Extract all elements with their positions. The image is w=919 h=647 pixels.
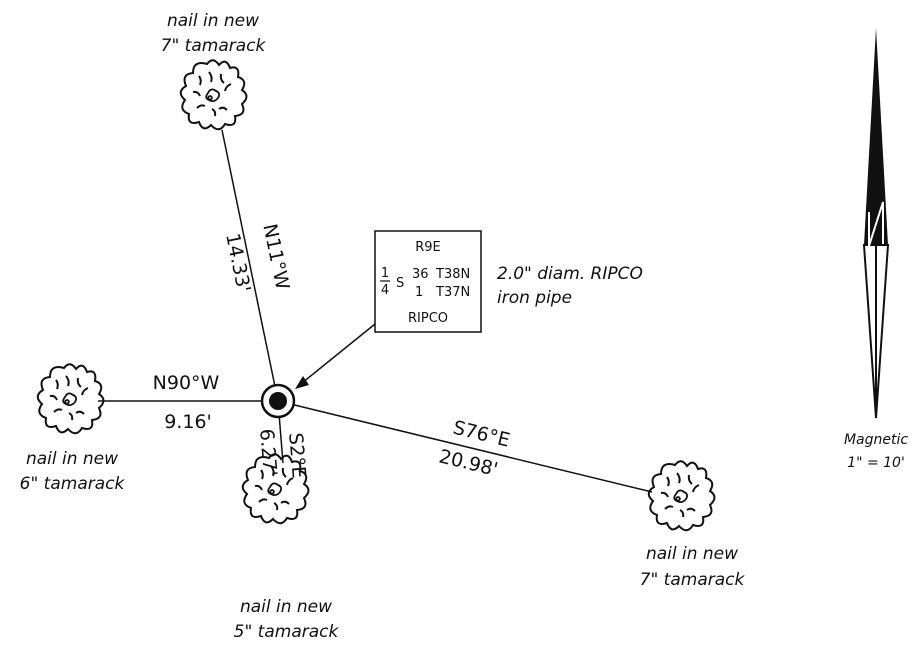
box-section-a: 36 <box>412 267 429 282</box>
monument-description-line2: iron pipe <box>497 288 572 308</box>
box-s: S <box>396 276 404 291</box>
north-tie-distance: 14.33' <box>221 231 255 294</box>
tree-icon-right <box>647 460 716 532</box>
box-fraction-denominator: 4 <box>381 283 389 298</box>
tree-label-right-line2: 7" tamarack <box>640 570 746 590</box>
south-tie-distance: 6.27' <box>255 428 281 477</box>
tree-label-top-line2: 7" tamarack <box>161 36 267 56</box>
tree-label-bottom-line2: 5" tamarack <box>234 622 340 642</box>
west-tie-distance: 9.16' <box>164 411 212 433</box>
east-tie-distance: 20.98' <box>437 445 500 480</box>
tie-line-east <box>277 400 653 493</box>
tree-label-top-line1: nail in new <box>167 11 259 31</box>
monument-description-line1: 2.0" diam. RIPCO <box>497 264 643 284</box>
tree-icon-left <box>36 363 105 435</box>
north-tie-bearing: N11°W <box>258 222 293 292</box>
leader-arrowhead <box>295 376 309 389</box>
tree-label-bottom-line1: nail in new <box>240 597 332 617</box>
north-arrow-icon <box>862 28 890 419</box>
monument-center <box>269 392 287 410</box>
tree-icon-top <box>179 59 248 131</box>
leader-line <box>301 323 376 384</box>
map-scale: 1" = 10' <box>847 455 905 471</box>
tree-label-right-line1: nail in new <box>646 544 738 564</box>
west-tie-bearing: N90°W <box>153 372 220 394</box>
box-range: R9E <box>415 240 441 255</box>
box-township-b: T37N <box>435 285 470 300</box>
tie-line-north <box>221 129 279 402</box>
box-section-b: 1 <box>415 285 423 300</box>
east-tie-bearing: S76°E <box>451 417 512 452</box>
tree-label-left-line2: 6" tamarack <box>20 474 126 494</box>
north-arrow-label: Magnetic <box>844 432 908 448</box>
box-township-a: T38N <box>435 267 470 282</box>
tree-label-left-line1: nail in new <box>26 449 118 469</box>
box-fraction-numerator: 1 <box>381 266 389 281</box>
corner-id-box <box>374 230 482 333</box>
south-tie-bearing: S2°E <box>284 432 310 479</box>
box-maker: RIPCO <box>408 311 448 326</box>
